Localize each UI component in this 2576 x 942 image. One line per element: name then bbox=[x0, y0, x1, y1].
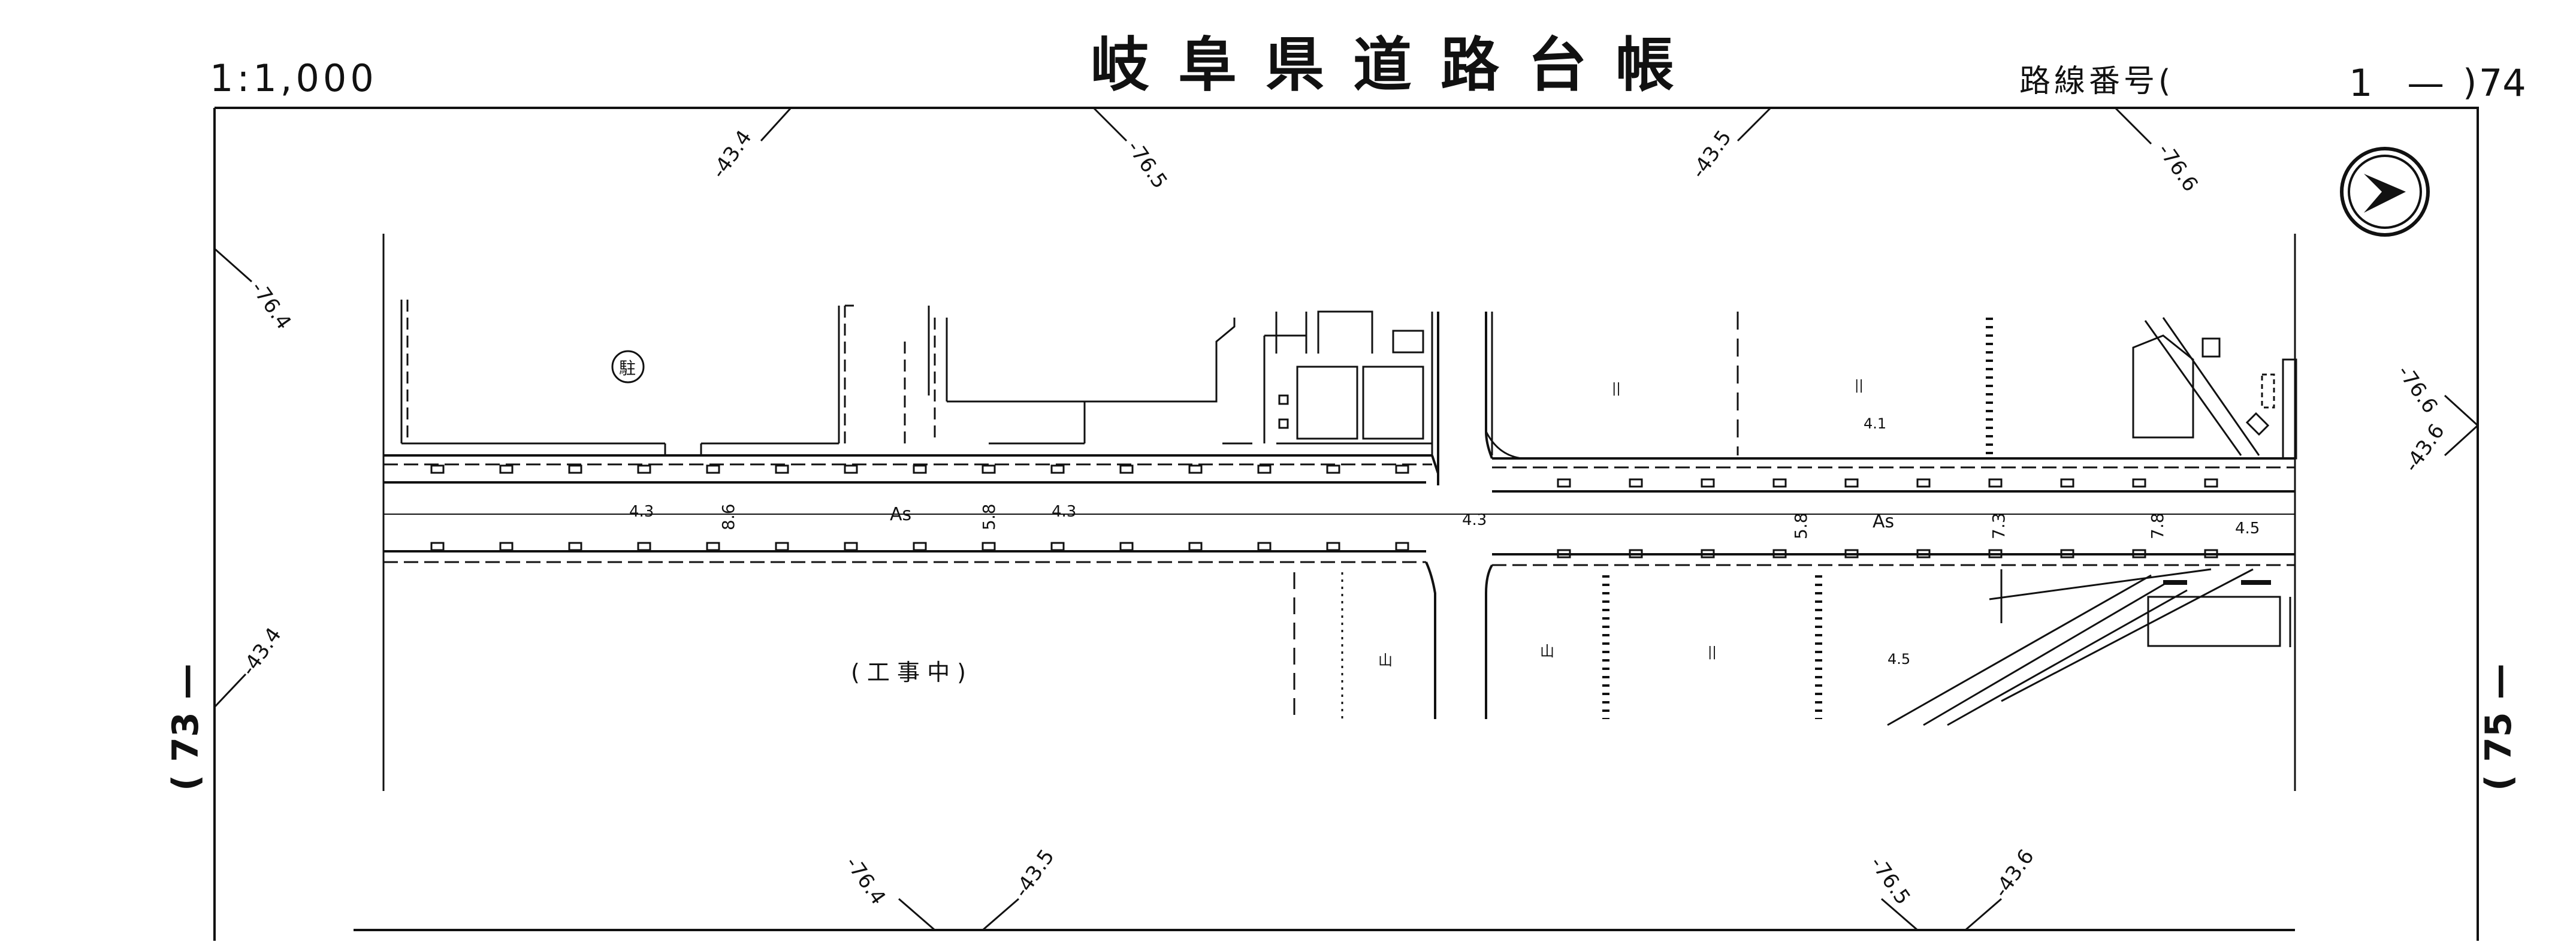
paddy-symbol: || bbox=[1612, 381, 1621, 396]
roadside-marker bbox=[637, 464, 651, 474]
roadside-marker bbox=[1326, 464, 1340, 474]
roadside-marker bbox=[1188, 542, 1203, 551]
roadside-marker bbox=[1629, 478, 1643, 488]
roadside-marker bbox=[1326, 542, 1340, 551]
roadside-marker bbox=[1050, 464, 1065, 474]
parking-label: 駐 bbox=[619, 358, 636, 378]
roadside-marker bbox=[1119, 464, 1134, 474]
roadside-marker bbox=[2060, 478, 2074, 488]
elevation-label: 4.5 bbox=[2235, 520, 2260, 538]
roadside-marker bbox=[1257, 464, 1272, 474]
elevation-label: 4.3 bbox=[1462, 511, 1487, 529]
roadside-marker bbox=[982, 542, 996, 551]
roadside-markers bbox=[430, 464, 2218, 558]
paddy-symbol: || bbox=[1855, 378, 1864, 393]
roadside-marker bbox=[844, 464, 858, 474]
grid-mark: -76.5 bbox=[1865, 852, 1915, 909]
map-annotations: 駐 ( 工 事 中 ) As As 4.3 4.3 4.3 4.5 4.1 4.… bbox=[611, 350, 2260, 686]
roadside-marker bbox=[568, 542, 582, 551]
roadside-marker bbox=[1050, 542, 1065, 551]
roadside-marker bbox=[913, 464, 927, 474]
road-width-label: 5.8 bbox=[979, 503, 999, 530]
elevation-label: 4.3 bbox=[629, 503, 654, 521]
grid-mark: -43.6 bbox=[1989, 845, 2039, 902]
forest-symbol: 山 bbox=[1378, 652, 1393, 669]
map-title: 岐阜県道路台帳 bbox=[1091, 31, 1704, 99]
road-width-label: 5.8 bbox=[1791, 512, 1811, 539]
pavement-label: As bbox=[1873, 511, 1894, 532]
grid-labels: -43.4 -76.5 -43.5 -76.6 -76.4 -76.6 -43.… bbox=[237, 126, 2450, 909]
grid-mark: -43.6 bbox=[2400, 419, 2450, 476]
map-scale: 1:1,000 bbox=[210, 56, 378, 100]
roadside-marker bbox=[1988, 478, 2003, 488]
roadside-marker bbox=[2204, 549, 2218, 558]
pavement-label: As bbox=[890, 504, 911, 525]
elevation-label: 4.1 bbox=[1864, 415, 1886, 432]
roadside-marker bbox=[844, 542, 858, 551]
construction-label: ( 工 事 中 ) bbox=[851, 659, 966, 686]
roadside-marker bbox=[2060, 549, 2074, 558]
grid-mark: -43.4 bbox=[707, 126, 757, 183]
road-width-label: 7.8 bbox=[2148, 512, 2167, 539]
roadside-marker bbox=[1629, 549, 1643, 558]
route-number: 1 — 74 bbox=[2349, 61, 2526, 105]
grid-mark: -76.4 bbox=[246, 277, 296, 334]
roadside-marker bbox=[913, 542, 927, 551]
road-width-label: 8.6 bbox=[718, 503, 738, 530]
roadside-marker bbox=[1701, 549, 1715, 558]
main-road bbox=[383, 312, 2295, 719]
map-frame bbox=[215, 107, 2479, 941]
grid-mark: -76.5 bbox=[1122, 136, 1172, 193]
elevation-label: 4.3 bbox=[1052, 503, 1076, 521]
forest-symbol: 山 bbox=[1540, 643, 1554, 660]
grid-ticks bbox=[213, 107, 2479, 931]
roadside-marker bbox=[1701, 478, 1715, 488]
grid-mark: -43.5 bbox=[1687, 126, 1737, 183]
roadside-marker bbox=[1772, 549, 1787, 558]
roadside-marker bbox=[1988, 549, 2003, 558]
roadside-marker bbox=[775, 542, 789, 551]
route-number-close: ) bbox=[2463, 62, 2477, 104]
road-width-label: 7.3 bbox=[1989, 512, 2009, 539]
roadside-marker bbox=[1557, 478, 1571, 488]
roadside-marker bbox=[430, 542, 445, 551]
roadside-marker bbox=[1395, 464, 1409, 474]
roadside-marker bbox=[1916, 478, 1931, 488]
roadside-marker bbox=[706, 464, 720, 474]
roadside-marker bbox=[637, 542, 651, 551]
paddy-symbol: || bbox=[1708, 645, 1717, 660]
grid-mark: -76.4 bbox=[841, 852, 890, 909]
roadside-marker bbox=[568, 464, 582, 474]
lower-right-lots bbox=[1602, 568, 2291, 726]
roadside-marker bbox=[1772, 478, 1787, 488]
roadside-marker bbox=[775, 464, 789, 474]
roadside-marker bbox=[1257, 542, 1272, 551]
roadside-marker bbox=[499, 464, 514, 474]
roadside-marker bbox=[1844, 478, 1859, 488]
roadside-marker bbox=[1188, 464, 1203, 474]
roadside-marker bbox=[1916, 549, 1931, 558]
upper-right-lots bbox=[1485, 312, 2297, 460]
route-number-label: 路線番号( bbox=[2019, 64, 2175, 99]
grid-mark: -76.6 bbox=[2393, 361, 2442, 418]
grid-mark: -43.4 bbox=[237, 623, 286, 680]
roadside-marker bbox=[1557, 549, 1571, 558]
roadside-marker bbox=[1395, 542, 1409, 551]
roadside-marker bbox=[982, 464, 996, 474]
roadside-marker bbox=[2132, 478, 2146, 488]
side-road bbox=[1293, 572, 1343, 719]
upper-left-lots bbox=[400, 300, 1433, 455]
north-arrow-icon bbox=[2340, 147, 2430, 237]
roadside-marker bbox=[430, 464, 445, 474]
roadside-marker bbox=[499, 542, 514, 551]
roadside-marker bbox=[1844, 549, 1859, 558]
roadside-marker bbox=[2204, 478, 2218, 488]
roadside-marker bbox=[1119, 542, 1134, 551]
roadside-marker bbox=[2132, 549, 2146, 558]
grid-mark: -43.5 bbox=[1010, 845, 1059, 902]
grid-mark: -76.6 bbox=[2153, 139, 2203, 196]
elevation-label: 4.5 bbox=[1888, 651, 1910, 668]
roadside-marker bbox=[706, 542, 720, 551]
